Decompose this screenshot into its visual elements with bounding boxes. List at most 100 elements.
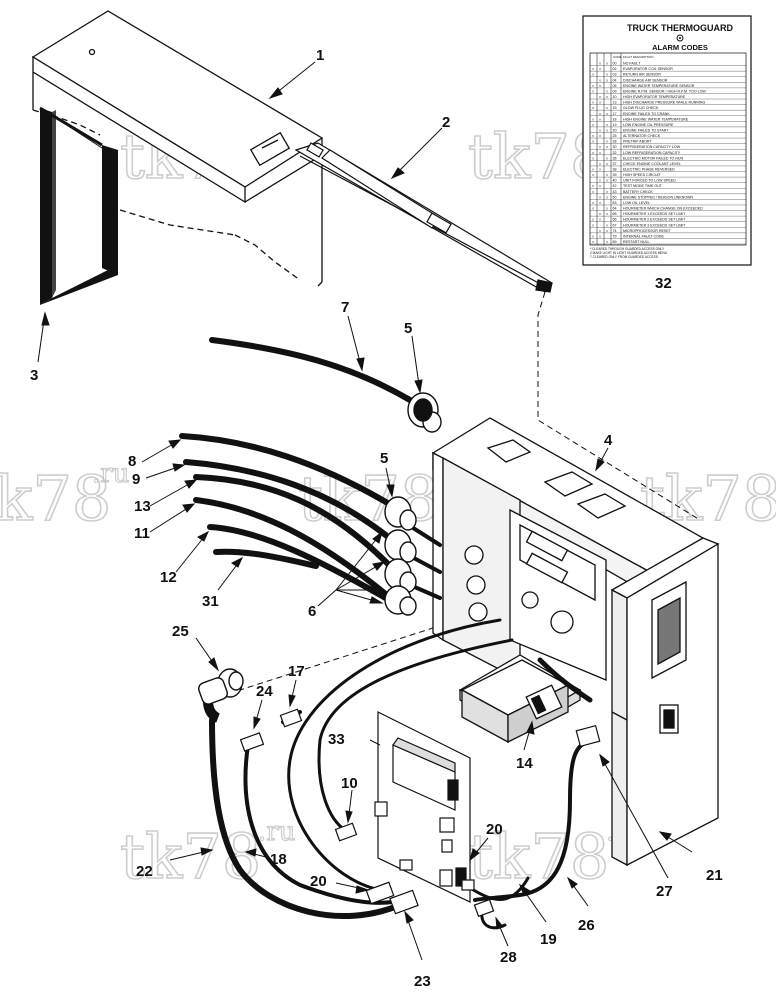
watermark-main: tk78 <box>468 820 609 893</box>
alarm-column-mark: x <box>599 168 601 172</box>
callout-label: 10 <box>341 775 358 792</box>
alarm-column-mark: x <box>592 156 594 160</box>
slide-rail-part <box>294 142 553 293</box>
alarm-column-mark: x <box>599 128 601 132</box>
alarm-column-mark: x <box>599 101 601 105</box>
alarm-column-mark: x <box>599 195 601 199</box>
alarm-column-mark: x <box>599 184 601 188</box>
alarm-column-mark: x <box>599 234 601 238</box>
alarm-code: 20 <box>613 128 617 132</box>
circuit-board-part <box>374 711 471 903</box>
callout-label: 5 <box>404 320 412 337</box>
alarm-footnote: * CLEARED THROUGH GUARDED ACCESS ONLY <box>590 247 665 251</box>
alarm-column-mark: x <box>606 173 608 177</box>
alarm-column-mark: x <box>592 201 594 205</box>
alarm-fault-description: ENGINE STOPPED / REASON UNKNOWN <box>623 195 693 199</box>
alarm-column-mark: x <box>606 128 608 132</box>
alarm-column-mark: x <box>599 67 601 71</box>
alarm-fault-description: INTERNAL FAULT CODE <box>623 234 664 238</box>
alarm-fault-description: ALTERNATOR CHECK <box>623 134 661 138</box>
callout-label: 1 <box>316 47 324 64</box>
alarm-column-mark: x <box>592 234 594 238</box>
alarm-footnote: 7 CLEARED ONLY FROM GUARDED ACCESS <box>590 255 658 259</box>
alarm-code: 63 <box>613 201 617 205</box>
alarm-column-mark: x <box>606 62 608 66</box>
callout-label: 24 <box>256 683 273 700</box>
alarm-code: 66 <box>613 218 617 222</box>
alarm-column-mark: x <box>599 95 601 99</box>
callout-label: 9 <box>132 471 140 488</box>
alarm-code: 00 <box>613 62 617 66</box>
alarm-column-mark: x <box>599 218 601 222</box>
callout-label: 3 <box>30 367 38 384</box>
alarm-column-mark: x <box>592 168 594 172</box>
alarm-code-label: TRUCK THERMOGUARD ALARM CODES CODE FAULT… <box>582 15 752 266</box>
alarm-footnote: 2 MAKE LIGHT IN LIGHT GUARDED ACCESS MEN… <box>590 251 668 255</box>
watermark-main: tk78 <box>0 462 111 535</box>
alarm-code: 10 <box>613 95 617 99</box>
alarm-column-mark: x <box>606 195 608 199</box>
alarm-column-mark: x <box>599 201 601 205</box>
alarm-column-mark: x <box>592 218 594 222</box>
alarm-column-mark: x <box>606 229 608 233</box>
elbow-connector-part <box>198 668 244 723</box>
alarm-code: 39 <box>613 173 617 177</box>
callout-label: 13 <box>134 498 151 515</box>
alarm-column-mark: x <box>606 73 608 77</box>
callout-label: 5 <box>380 450 388 467</box>
callout-label: 8 <box>128 453 136 470</box>
callout-label: 17 <box>288 663 305 680</box>
alarm-fault-description: HOURMETER WHICH CHANGE ON EXCEEDED <box>623 207 703 211</box>
alarm-column-mark: x <box>606 223 608 227</box>
callout-label: 6 <box>308 603 316 620</box>
alarm-code: 65 <box>613 212 617 216</box>
alarm-fault-description: TEST MODE TIME OUT <box>623 184 663 188</box>
alarm-fault-description: ENGINE FAILED TO CRANK <box>623 112 670 116</box>
alarm-code: 03 <box>613 73 617 77</box>
alarm-column-mark: x <box>606 190 608 194</box>
callout-label: 20 <box>310 873 327 890</box>
alarm-fault-description: HIGH DISCHARGE PRESSURE WHILE RUNNING <box>623 101 705 105</box>
alarm-fault-description: EVAPORATOR COIL SENSOR <box>623 67 673 71</box>
alarm-column-mark: x <box>592 190 594 194</box>
alarm-code: 67 <box>613 223 617 227</box>
callout-numbers: 1 2 3 4 5 5 6 7 8 9 10 11 12 13 14 17 18… <box>30 47 723 990</box>
alarm-column-mark: x <box>592 207 594 211</box>
grommets <box>384 392 442 616</box>
alarm-code: 37 <box>613 162 617 166</box>
alarm-column-mark: x <box>599 117 601 121</box>
alarm-fault-description: CHECK ENGINE COOLANT LEVEL <box>623 162 681 166</box>
alarm-column-mark: x <box>599 84 601 88</box>
alarm-column-mark: x <box>599 179 601 183</box>
alarm-code: 04 <box>613 78 617 82</box>
alarm-column-mark: x <box>606 240 608 244</box>
alarm-column-mark: x <box>606 212 608 216</box>
alarm-column-mark: x <box>599 112 601 116</box>
alarm-column-mark: x <box>606 106 608 110</box>
callout-label: 23 <box>414 973 431 990</box>
alarm-code: 64 <box>613 207 617 211</box>
alarm-fault-description: HIGH SPEED CIRCUIT <box>623 173 662 177</box>
alarm-column-mark: x <box>599 62 601 66</box>
gasket-frame-part <box>39 106 118 305</box>
alarm-label-title: TRUCK THERMOGUARD <box>627 23 733 33</box>
alarm-fault-description: HOURMETER 1 EXCEEDS SET LIMIT <box>623 212 686 216</box>
alarm-column-mark: x <box>592 67 594 71</box>
alarm-column-mark: x <box>592 240 594 244</box>
alarm-code: 79 <box>613 234 617 238</box>
alarm-fault-description: PRETRIP ABORT <box>623 140 652 144</box>
alarm-code: 32 <box>613 151 617 155</box>
alarm-code: 30 <box>613 145 617 149</box>
alarm-fault-description: MICROPROCESSOR RESET <box>623 229 672 233</box>
alarm-fault-description: ENGINE FAILED TO START <box>623 128 669 132</box>
alarm-fault-description: HIGH ENGINE WATER TEMPERATURE <box>623 117 689 121</box>
alarm-column-mark: x <box>592 134 594 138</box>
alarm-column-mark: x <box>606 112 608 116</box>
alarm-fault-description: LOW REFRIGERATION CAPACITY <box>623 151 681 155</box>
callout-label: 21 <box>706 867 723 884</box>
alarm-column-mark: x <box>592 184 594 188</box>
alarm-column-mark: x <box>606 179 608 183</box>
watermark-suffix: .ru <box>92 459 129 489</box>
alarm-fault-description: HOURMETER 3 EXCEEDS SET LIMIT <box>623 223 686 227</box>
alarm-fault-description: RETURN AIR SENSOR <box>623 73 661 77</box>
